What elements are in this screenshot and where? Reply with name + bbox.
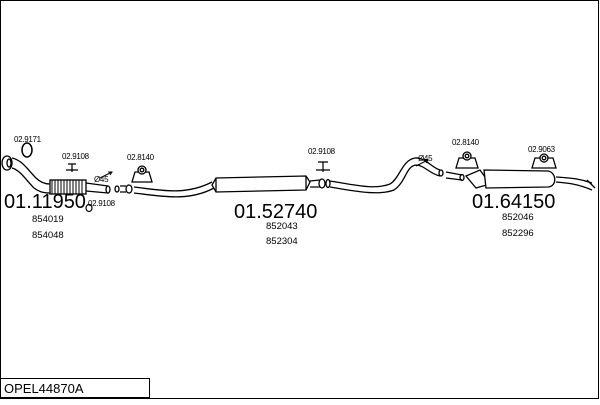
ref-rear-1: 852046	[502, 212, 534, 223]
ref-front-1: 854019	[32, 214, 64, 225]
diagram-title: OPEL44870A	[4, 381, 84, 396]
part-label-9063: 02.9063	[528, 145, 556, 154]
title-box: OPEL44870A	[0, 378, 150, 398]
diameter-arrow-icon-rear	[415, 159, 429, 167]
part-label-9108-b: 02.9108	[88, 199, 116, 208]
front-pipe-section	[1, 155, 111, 195]
rear-pipe-section	[329, 157, 444, 194]
diameter-label-1: Ø45	[94, 175, 109, 184]
clamp-bolt-icon	[66, 163, 78, 172]
part-label-8140-b: 02.8140	[452, 138, 480, 147]
part-number-rear: 01.64150	[472, 191, 555, 213]
rubber-hanger-icon-tail	[531, 153, 557, 169]
middle-silencer-section	[133, 175, 331, 198]
small-clamp-icon	[85, 203, 93, 213]
diameter-arrow-icon	[99, 171, 113, 179]
part-number-front: 01.11950	[4, 191, 86, 213]
clamp-ring-icon	[21, 142, 33, 158]
ref-rear-2: 852296	[502, 228, 534, 239]
part-number-middle: 01.52740	[234, 201, 317, 223]
part-label-9108-a: 02.9108	[62, 152, 90, 161]
rubber-hanger-icon	[131, 165, 153, 183]
diameter-label-2: Ø45	[418, 154, 433, 163]
connector-pipe	[114, 184, 133, 194]
ref-middle-2: 852304	[266, 236, 298, 247]
part-label-9108-c: 02.9108	[308, 147, 336, 156]
ref-middle-1: 852043	[266, 221, 298, 232]
clamp-bolt-icon-middle	[316, 161, 330, 172]
part-label-9171: 02.9171	[14, 135, 42, 144]
ref-front-2: 854048	[32, 230, 64, 241]
rear-silencer-section	[445, 169, 596, 191]
part-label-8140-a: 02.8140	[127, 153, 155, 162]
rubber-hanger-icon-rear	[455, 151, 479, 169]
